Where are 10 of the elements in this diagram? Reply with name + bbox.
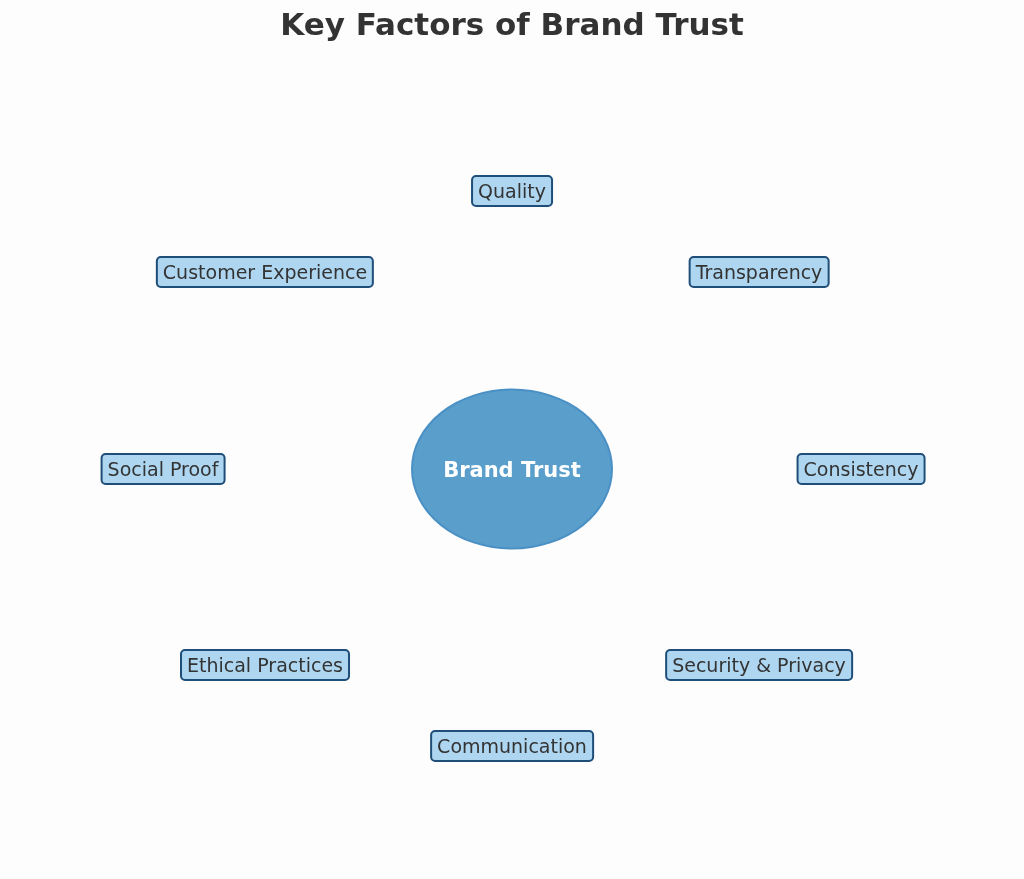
factor-box: Consistency [796, 453, 926, 485]
factor-box: Social Proof [100, 453, 226, 485]
factor-box: Customer Experience [155, 256, 375, 288]
factor-box: Quality [471, 175, 553, 207]
factor-box: Communication [430, 730, 594, 762]
diagram-title: Key Factors of Brand Trust [279, 6, 745, 42]
central-label: Brand Trust [443, 457, 581, 481]
factor-box: Ethical Practices [180, 649, 350, 681]
factor-box: Transparency [688, 256, 830, 288]
factor-box: Security & Privacy [665, 649, 853, 681]
